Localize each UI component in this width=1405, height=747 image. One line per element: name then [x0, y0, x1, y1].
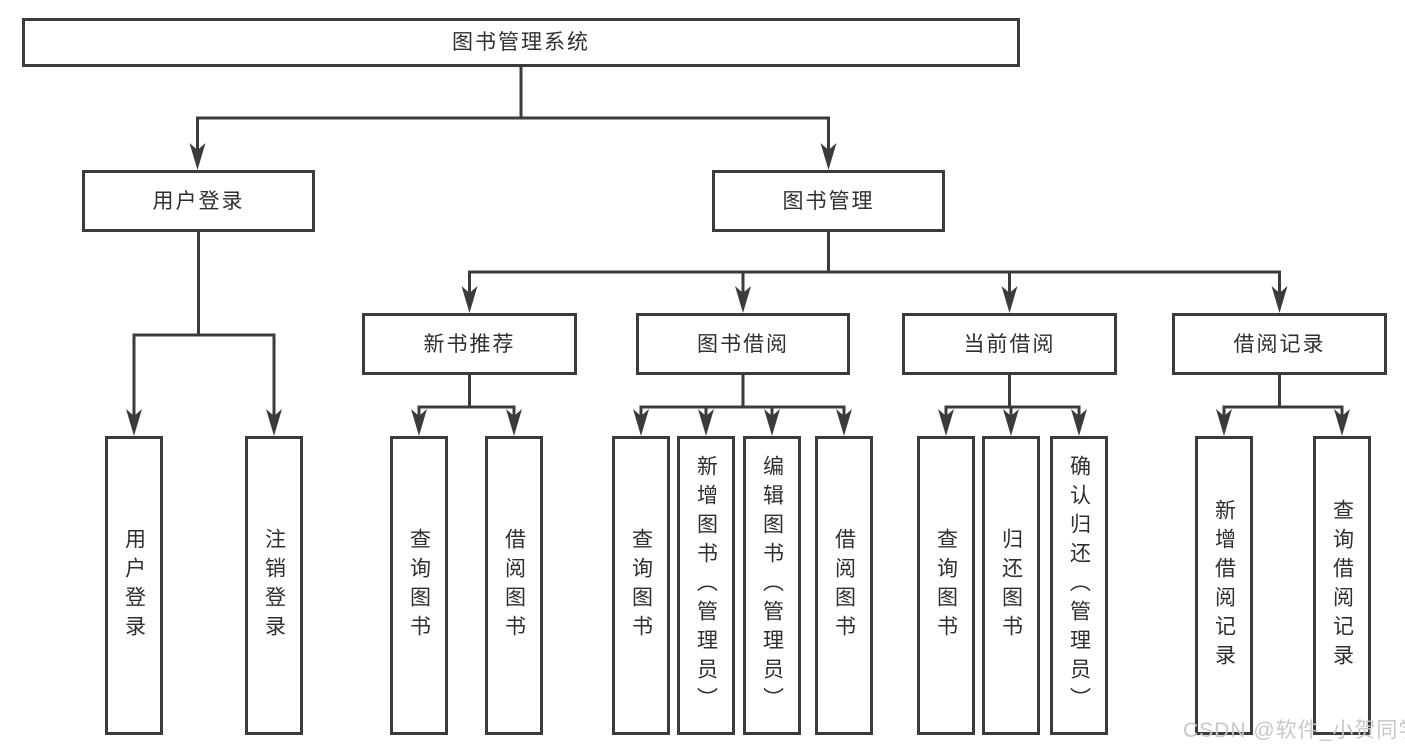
node-label: 新增图书（管理员）	[694, 455, 718, 716]
leaf-records-add-record: 新增借阅记录	[1195, 436, 1253, 735]
leaf-borrow-edit-books-admin: 编辑图书（管理员）	[743, 436, 801, 735]
node-label: 借阅图书	[832, 527, 856, 644]
leaf-borrow-borrow-books: 借阅图书	[815, 436, 873, 735]
leaf-logout: 注销登录	[245, 436, 303, 735]
leaf-current-return-books: 归还图书	[982, 436, 1040, 735]
node-label: 归还图书	[999, 527, 1023, 644]
node-label: 确认归还（管理员）	[1067, 455, 1091, 716]
leaf-borrow-add-books-admin: 新增图书（管理员）	[677, 436, 735, 735]
node-label: 查询借阅记录	[1330, 498, 1354, 673]
node-book-management: 图书管理	[712, 170, 945, 232]
node-label: 用户登录	[152, 189, 245, 213]
node-label: 图书借阅	[697, 332, 789, 356]
leaf-user-login: 用户登录	[105, 436, 163, 735]
leaf-current-query-books: 查询图书	[917, 436, 975, 735]
node-book-borrow: 图书借阅	[636, 313, 850, 375]
node-label: 新增借阅记录	[1212, 498, 1236, 673]
node-label: 查询图书	[407, 527, 431, 644]
node-label: 图书管理系统	[452, 31, 590, 54]
node-label: 查询图书	[934, 527, 958, 644]
node-current-borrow: 当前借阅	[902, 313, 1117, 375]
node-borrow-records: 借阅记录	[1172, 313, 1387, 375]
leaf-newbook-borrow-books: 借阅图书	[485, 436, 543, 735]
node-user-login: 用户登录	[82, 170, 315, 232]
node-label: 新书推荐	[423, 332, 516, 356]
node-label: 当前借阅	[963, 332, 1056, 356]
leaf-newbook-query-books: 查询图书	[390, 436, 448, 735]
leaf-current-confirm-return-admin: 确认归还（管理员）	[1050, 436, 1108, 735]
csdn-watermark: CSDN @软件_小贺同学	[1183, 719, 1405, 742]
node-new-book-recommend: 新书推荐	[362, 313, 577, 375]
node-root-library-system: 图书管理系统	[22, 18, 1020, 67]
leaf-records-query-record: 查询借阅记录	[1313, 436, 1371, 735]
node-label: 图书管理	[782, 189, 875, 213]
node-label: 编辑图书（管理员）	[760, 455, 784, 716]
node-label: 注销登录	[262, 527, 286, 644]
node-label: 借阅图书	[502, 527, 526, 644]
node-label: 查询图书	[629, 527, 653, 644]
leaf-borrow-query-books: 查询图书	[612, 436, 670, 735]
node-label: 借阅记录	[1233, 332, 1326, 356]
node-label: 用户登录	[122, 527, 146, 644]
